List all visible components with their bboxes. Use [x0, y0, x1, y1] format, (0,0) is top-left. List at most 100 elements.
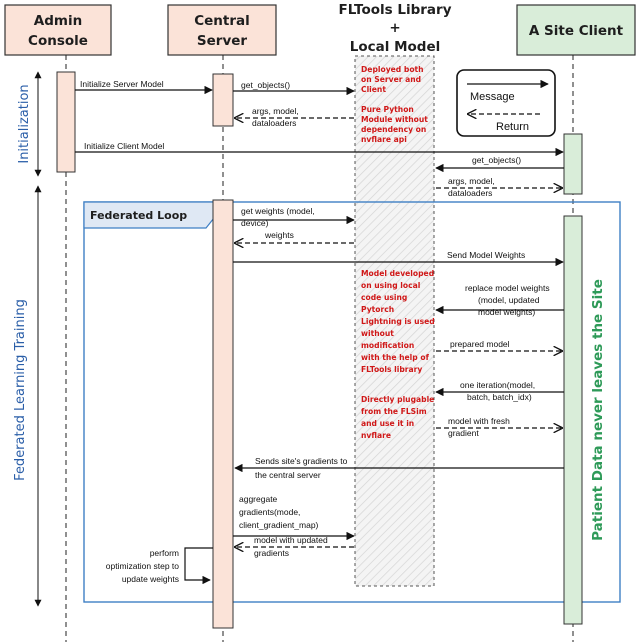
- msg-fresh-gradient: model with fresh gradient: [436, 416, 562, 438]
- svg-text:Client: Client: [361, 85, 386, 94]
- svg-text:Sends site's gradients to: Sends site's gradients to: [255, 456, 348, 466]
- svg-text:on using local: on using local: [361, 281, 420, 290]
- svg-text:one iteration(model,: one iteration(model,: [460, 380, 535, 390]
- patient-data-note: Patient Data never leaves the Site: [590, 279, 606, 541]
- svg-text:Model developed: Model developed: [361, 269, 434, 278]
- admin-title-line-2: Console: [28, 33, 88, 49]
- svg-text:from the FLSim: from the FLSim: [361, 407, 427, 416]
- msg-sends-gradients: Sends site's gradients to the central se…: [234, 456, 564, 480]
- participant-fltools-library: FLTools Library + Local Model: [338, 2, 451, 55]
- library-title-line-2: +: [389, 20, 400, 36]
- participant-site-client: A Site Client: [516, 4, 636, 56]
- svg-text:Send Model Weights: Send Model Weights: [447, 250, 525, 260]
- svg-text:dependency on: dependency on: [361, 125, 426, 134]
- msg-aggregate-gradients: aggregate gradients(mode, client_gradien…: [233, 494, 355, 541]
- svg-text:optimization step to: optimization step to: [106, 561, 180, 571]
- note-pure-python: Pure Python Module without dependency on…: [361, 105, 428, 144]
- admin-activation: [56, 71, 76, 173]
- svg-text:update weights: update weights: [122, 574, 179, 584]
- note-pluggable: Directly plugable from the FLSim and use…: [361, 395, 434, 440]
- svg-text:dataloaders: dataloaders: [448, 188, 492, 198]
- federated-loop-label: Federated Loop: [90, 209, 187, 222]
- svg-text:args, model,: args, model,: [448, 176, 495, 186]
- svg-text:Module without: Module without: [361, 115, 428, 124]
- svg-text:nvflare api: nvflare api: [361, 135, 407, 144]
- svg-text:on Server and: on Server and: [361, 75, 421, 84]
- svg-text:Initialize Client Model: Initialize Client Model: [84, 141, 164, 151]
- msg-prepared-model: prepared model: [436, 339, 562, 351]
- msg-replace-model-weights: replace model weights (model, updated mo…: [435, 283, 564, 317]
- svg-text:Pytorch: Pytorch: [361, 305, 394, 314]
- svg-text:modification: modification: [361, 341, 414, 350]
- svg-text:get_objects(): get_objects(): [241, 80, 290, 90]
- svg-text:perform: perform: [150, 548, 179, 558]
- participant-central-server: Central Server: [167, 4, 277, 56]
- svg-text:and use it in: and use it in: [361, 419, 414, 428]
- note-model-developed: Model developed on using local code usin…: [361, 269, 435, 374]
- svg-text:nvflare: nvflare: [361, 431, 391, 440]
- client-activation-init: [563, 133, 583, 195]
- svg-text:the central server: the central server: [255, 470, 321, 480]
- client-title: A Site Client: [529, 23, 624, 39]
- svg-text:client_gradient_map): client_gradient_map): [239, 520, 319, 530]
- initialization-bracket: Initialization: [17, 71, 42, 177]
- msg-initialize-server-model: Initialize Server Model: [75, 79, 213, 95]
- svg-text:Directly plugable: Directly plugable: [361, 395, 434, 404]
- svg-text:device): device): [241, 218, 269, 228]
- svg-text:get_objects(): get_objects(): [472, 155, 521, 165]
- msg-initialize-client-model: Initialize Client Model: [75, 141, 564, 157]
- client-activation-loop: [563, 215, 583, 625]
- initialization-label: Initialization: [17, 84, 32, 163]
- msg-weights-return: weights: [235, 230, 354, 243]
- svg-text:aggregate: aggregate: [239, 494, 278, 504]
- participant-admin-console: Admin Console: [4, 4, 112, 56]
- svg-text:gradients: gradients: [254, 548, 289, 558]
- svg-text:weights: weights: [264, 230, 294, 240]
- svg-text:gradients(mode,: gradients(mode,: [239, 507, 300, 517]
- svg-text:with the help of: with the help of: [361, 353, 430, 362]
- svg-text:Pure Python: Pure Python: [361, 105, 414, 114]
- msg-args-client: args, model, dataloaders: [436, 176, 562, 198]
- msg-updated-gradients: model with updated gradients: [235, 535, 354, 558]
- msg-get-weights: get weights (model, device): [233, 206, 355, 228]
- server-title-line-1: Central: [194, 13, 250, 29]
- msg-args-server: args, model, dataloaders: [235, 106, 354, 128]
- server-activation-init: [212, 73, 234, 127]
- server-activation-loop: [212, 199, 234, 629]
- server-title-line-2: Server: [197, 33, 247, 49]
- svg-text:(model, updated: (model, updated: [478, 295, 540, 305]
- svg-text:prepared model: prepared model: [450, 339, 510, 349]
- svg-text:without: without: [361, 329, 394, 338]
- msg-send-model-weights: Send Model Weights: [233, 250, 564, 267]
- svg-text:get weights (model,: get weights (model,: [241, 206, 315, 216]
- svg-text:Lightning is used: Lightning is used: [361, 317, 435, 326]
- legend-box: Message Return: [456, 69, 556, 137]
- svg-text:gradient: gradient: [448, 428, 479, 438]
- training-label: Federated Learning Training: [13, 299, 28, 481]
- library-column: [354, 55, 435, 587]
- svg-text:model with updated: model with updated: [254, 535, 328, 545]
- svg-text:FLTools library: FLTools library: [361, 365, 422, 374]
- svg-text:code using: code using: [361, 293, 407, 302]
- note-deployed: Deployed both on Server and Client: [361, 65, 424, 94]
- svg-text:model weights): model weights): [478, 307, 535, 317]
- svg-text:Initialize Server Model: Initialize Server Model: [80, 79, 164, 89]
- msg-optimization-step: perform optimization step to update weig…: [106, 547, 213, 585]
- svg-text:batch, batch_idx): batch, batch_idx): [467, 392, 532, 402]
- msg-get-objects-client: get_objects(): [435, 155, 564, 173]
- legend-message: Message: [470, 91, 515, 103]
- svg-text:replace model weights: replace model weights: [465, 283, 550, 293]
- training-bracket: Federated Learning Training: [13, 185, 42, 607]
- msg-one-iteration: one iteration(model, batch, batch_idx): [435, 380, 564, 402]
- library-title-line-1: FLTools Library: [338, 2, 451, 18]
- federated-loop-frame: Federated Loop: [83, 201, 621, 603]
- svg-text:args, model,: args, model,: [252, 106, 299, 116]
- msg-get-objects-server: get_objects(): [233, 80, 355, 96]
- svg-text:Deployed both: Deployed both: [361, 65, 424, 74]
- library-title-line-3: Local Model: [350, 39, 440, 55]
- legend-return: Return: [496, 121, 529, 133]
- admin-title-line-1: Admin: [34, 13, 82, 29]
- svg-text:dataloaders: dataloaders: [252, 118, 296, 128]
- svg-text:model with fresh: model with fresh: [448, 416, 510, 426]
